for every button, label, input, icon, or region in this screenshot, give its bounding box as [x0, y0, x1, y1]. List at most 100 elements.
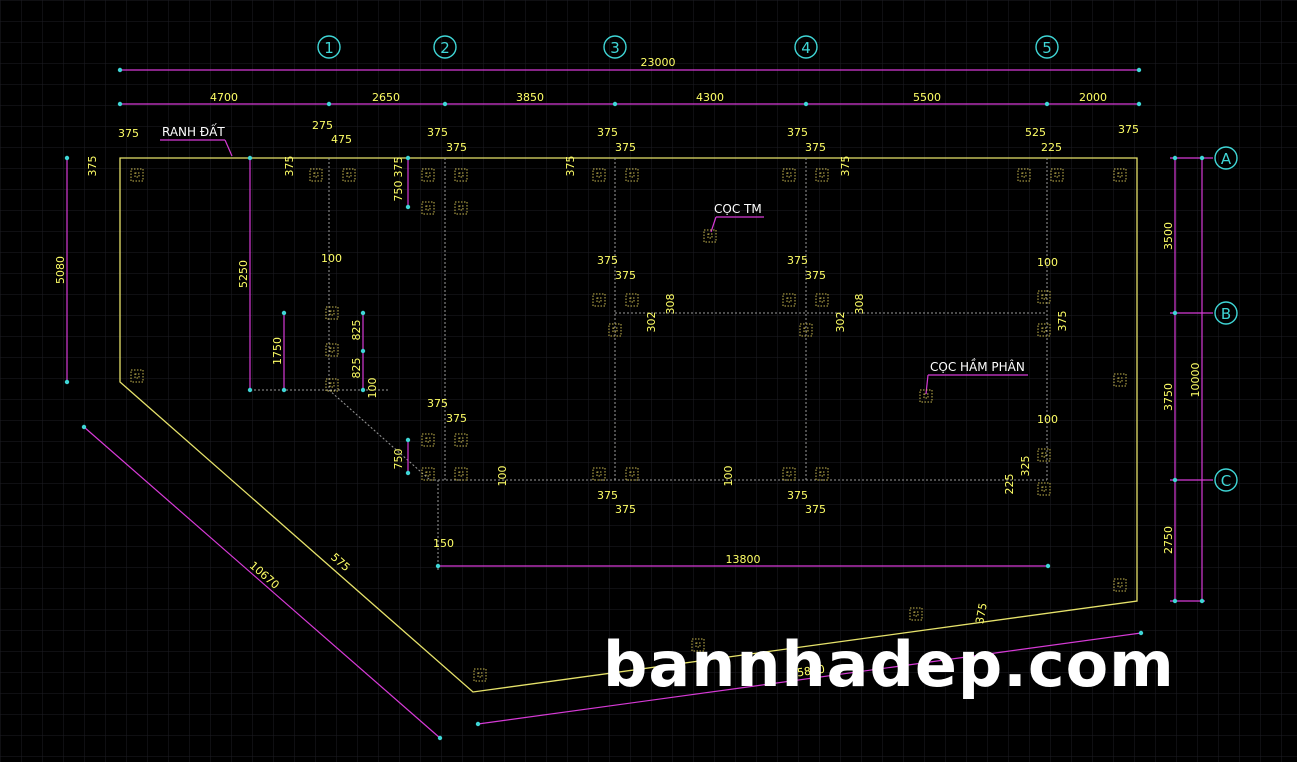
- pile-center: [596, 172, 602, 178]
- axis-label-a: A: [1221, 150, 1232, 168]
- dimension-lines: [66, 69, 1213, 739]
- axis-label-b: B: [1221, 305, 1231, 323]
- pile-center: [313, 172, 319, 178]
- axis-bubble-3: [603, 35, 627, 59]
- pile-center: [458, 172, 464, 178]
- pile-center: [1041, 327, 1047, 333]
- axis-label-2: 2: [440, 39, 450, 57]
- pile-marker: [421, 433, 435, 447]
- pile-marker: [1050, 168, 1064, 182]
- dim-top-3: 3850: [516, 91, 544, 104]
- pile-marker: [691, 638, 705, 652]
- pile-center: [629, 297, 635, 303]
- dim-small: 275: [312, 119, 333, 132]
- pile-center: [458, 437, 464, 443]
- pile-center: [458, 205, 464, 211]
- pile-center: [1041, 486, 1047, 492]
- dim-small: 375: [283, 156, 296, 177]
- pile-center: [329, 382, 335, 388]
- dim-small: 308: [664, 294, 677, 315]
- pile-center: [629, 471, 635, 477]
- pile-marker: [130, 168, 144, 182]
- pile-marker: [325, 306, 339, 320]
- dim-top-6: 2000: [1079, 91, 1107, 104]
- pile-center: [923, 393, 929, 399]
- dim-small: 375: [597, 126, 618, 139]
- pile-marker: [909, 607, 923, 621]
- dim-small: 525: [1025, 126, 1046, 139]
- dim-right-total: 10000: [1189, 363, 1202, 398]
- dim-small: 375: [446, 141, 467, 154]
- dim-small: 375: [427, 397, 448, 410]
- axis-bubble-c: [1214, 468, 1238, 492]
- pile-center: [1021, 172, 1027, 178]
- dim-small: 375: [787, 126, 808, 139]
- pile-center: [819, 471, 825, 477]
- dim-small: 375: [805, 503, 826, 516]
- pile-marker: [815, 168, 829, 182]
- pile-center: [1117, 172, 1123, 178]
- dim-small: 375: [615, 269, 636, 282]
- pile-marker: [473, 668, 487, 682]
- dim-top-1: 4700: [210, 91, 238, 104]
- pile-marker: [421, 201, 435, 215]
- dim-small: 375: [446, 412, 467, 425]
- pile-marker: [815, 293, 829, 307]
- pile-marker: [919, 389, 933, 403]
- pile-center: [134, 172, 140, 178]
- piles: [130, 168, 1127, 682]
- dim-small: 375: [597, 489, 618, 502]
- pile-marker: [342, 168, 356, 182]
- dim-small: 302: [834, 312, 847, 333]
- axis-label-3: 3: [610, 39, 620, 57]
- dim-small: 308: [853, 294, 866, 315]
- dimension-ticks: [64, 67, 1205, 741]
- pile-center: [695, 642, 701, 648]
- pile-marker: [454, 467, 468, 481]
- pile-center: [1041, 452, 1047, 458]
- dim-small: 150: [433, 537, 454, 550]
- dim-bottom-15800: 15800: [789, 663, 825, 681]
- pile-center: [803, 327, 809, 333]
- pile-center: [425, 205, 431, 211]
- axis-label-5: 5: [1042, 39, 1052, 57]
- pile-marker: [1037, 323, 1051, 337]
- pile-marker: [703, 229, 717, 243]
- pile-marker: [1017, 168, 1031, 182]
- dim-side-1750: 1750: [271, 337, 284, 365]
- dim-total-top: 23000: [641, 56, 676, 69]
- axis-bubble-4: [794, 35, 818, 59]
- pile-marker: [325, 378, 339, 392]
- dim-small: 325: [1019, 456, 1032, 477]
- axis-lines: [250, 158, 1048, 570]
- dim-small: 375: [597, 254, 618, 267]
- pile-marker: [592, 467, 606, 481]
- pile-marker: [421, 168, 435, 182]
- label-coc-ham-phan: CỌC HẦM PHÂN: [930, 358, 1025, 374]
- dim-right-3: 2750: [1162, 526, 1175, 554]
- pile-marker: [782, 293, 796, 307]
- dim-small: 375: [427, 126, 448, 139]
- dim-small: 375: [118, 127, 139, 140]
- pile-marker: [625, 467, 639, 481]
- axis-bubbles-top: [317, 35, 1238, 492]
- dim-small: 100: [496, 466, 509, 487]
- pile-center: [1041, 294, 1047, 300]
- pile-center: [913, 611, 919, 617]
- pile-marker: [1113, 168, 1127, 182]
- pile-center: [786, 172, 792, 178]
- dim-right-2: 3750: [1162, 383, 1175, 411]
- pile-center: [346, 172, 352, 178]
- dim-small: 825: [350, 358, 363, 379]
- pile-marker: [815, 467, 829, 481]
- dim-small: 375: [973, 602, 989, 625]
- dim-small: 825: [350, 320, 363, 341]
- watermark: bannhadep.com: [603, 628, 1175, 701]
- dim-small: 375: [615, 141, 636, 154]
- dim-small: 375: [805, 141, 826, 154]
- dim-small: 375: [787, 254, 808, 267]
- pile-marker: [1037, 290, 1051, 304]
- pile-center: [596, 297, 602, 303]
- pile-center: [819, 297, 825, 303]
